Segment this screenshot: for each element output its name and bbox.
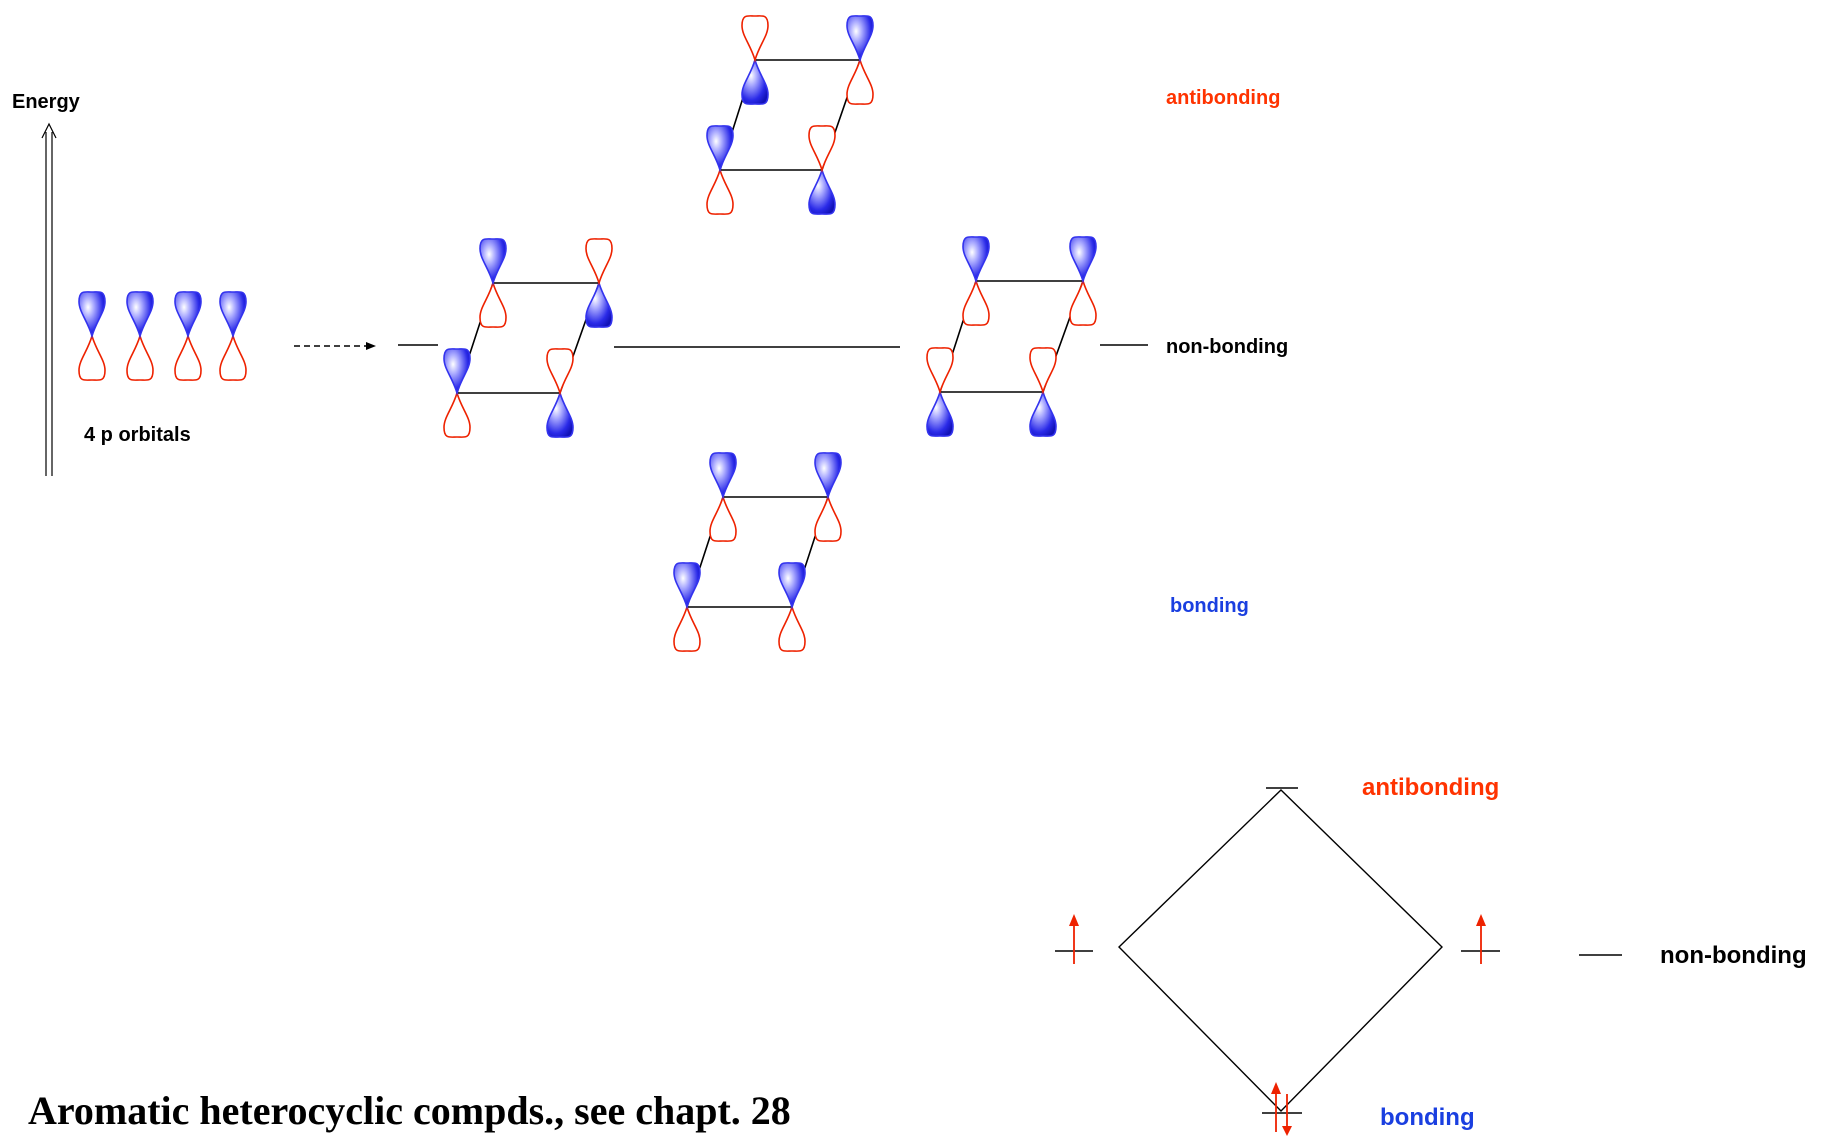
energy-axis [41,122,57,476]
p-orbital-blue-lobe [126,291,154,339]
p-orbital-red-lobe [126,333,154,381]
p-orbital-red-lobe [546,348,574,396]
electron-pair-arrows [1271,1082,1292,1136]
p-orbital-red-lobe [962,278,990,326]
p-orbital-red-lobe [926,347,954,395]
p-orbital-blue-lobe [585,280,613,328]
p-orbital-red-lobe [443,390,471,438]
ring-outline [718,59,862,171]
p-orbital-blue-lobe [219,291,247,339]
ring-outline [455,282,601,394]
electron-up-arrow-right [1476,914,1486,964]
p-orbital-red-lobe [585,238,613,286]
p-orbital-blue-lobe [709,452,737,500]
p-orbital-blue-lobe [1029,389,1057,437]
p-orbital-blue-lobe [741,57,769,105]
summary-nonbonding-label: non-bonding [1660,942,1807,969]
p-orbital-red-lobe [78,333,106,381]
dashed-arrow [294,342,376,350]
frost-circle-diagram [1055,787,1622,1136]
summary-antibonding-label: antibonding [1362,774,1499,801]
p-orbital-red-lobe [479,280,507,328]
electron-up-arrow-left [1069,914,1079,964]
p-orbital-blue-lobe [1069,236,1097,284]
p-orbital-blue-lobe [808,167,836,215]
nonbonding-label: non-bonding [1166,336,1288,358]
p-orbital-blue-lobe [78,291,106,339]
p-orbital-blue-lobe [443,348,471,396]
mo-nonbonding-1 [443,238,613,438]
p-orbital-blue-lobe [706,125,734,173]
p-orbital-red-lobe [1069,278,1097,326]
p-orbital-red-lobe [741,15,769,63]
mo-antibonding [706,15,874,215]
p-orbital-red-lobe [174,333,202,381]
p-orbital-red-lobe [846,57,874,105]
atomic-p-orbitals [78,291,247,381]
p-orbital-red-lobe [709,494,737,542]
p-orbital-red-lobe [1029,347,1057,395]
p-orbital-red-lobe [219,333,247,381]
p-orbital-red-lobe [808,125,836,173]
energy-label: Energy [12,91,81,113]
atomic-orbitals-label: 4 p orbitals [84,424,191,446]
p-orbital-red-lobe [778,604,806,652]
p-orbital-blue-lobe [673,562,701,610]
p-orbital-blue-lobe [174,291,202,339]
p-orbital-blue-lobe [962,236,990,284]
p-orbital-blue-lobe [846,15,874,63]
p-orbital-blue-lobe [926,389,954,437]
p-orbital-red-lobe [814,494,842,542]
antibonding-label: antibonding [1166,87,1280,109]
page-title: Aromatic heterocyclic compds., see chapt… [28,1088,791,1133]
bonding-label: bonding [1170,595,1249,617]
p-orbital-blue-lobe [546,390,574,438]
p-orbital-blue-lobe [778,562,806,610]
diamond [1118,789,1443,1112]
ring-outline [685,496,830,608]
p-orbital-blue-lobe [814,452,842,500]
ring-outline [938,280,1085,393]
p-orbital-red-lobe [706,167,734,215]
p-orbital-blue-lobe [479,238,507,286]
p-orbital-red-lobe [673,604,701,652]
mo-bonding [673,452,842,652]
summary-bonding-label: bonding [1380,1104,1475,1131]
mo-nonbonding-2 [926,236,1097,437]
